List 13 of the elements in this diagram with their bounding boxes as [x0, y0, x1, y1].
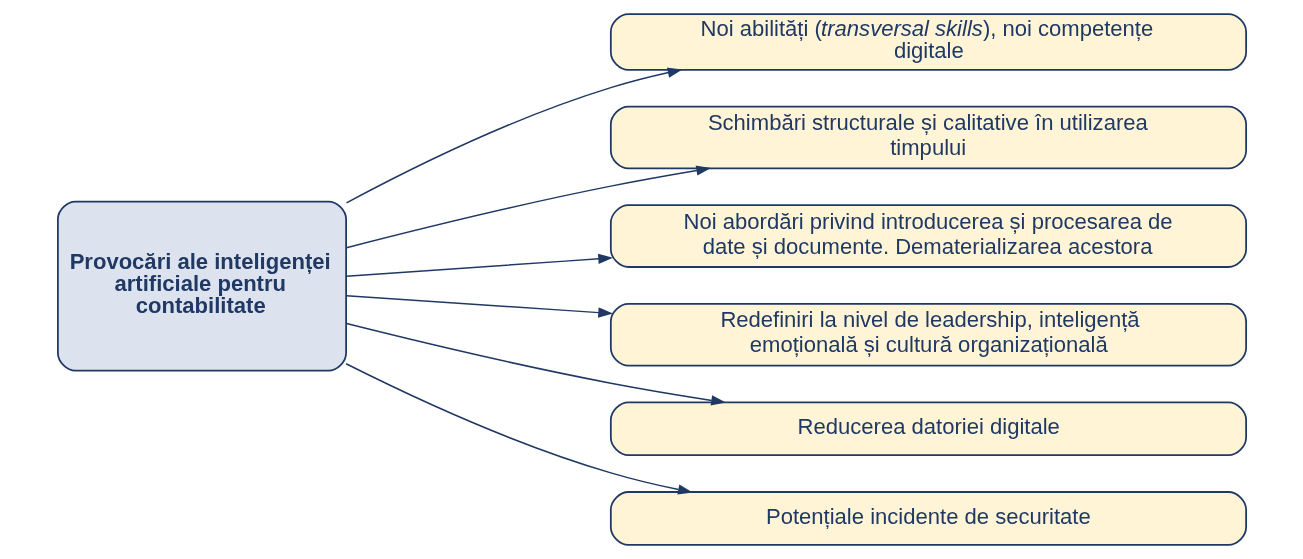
node-box: Schimbări structurale și calitative în utilizarea timpului: [609, 105, 1247, 170]
node-box: Redefiniri la nivel de leadership, inteligență emoțională și cultură organizațională: [609, 302, 1247, 367]
arrow: [345, 165, 711, 249]
arrow: [345, 253, 613, 277]
node-box: Potențiale incidente de securitate: [609, 491, 1247, 546]
node-box: Reducerea datoriei digitale: [609, 401, 1247, 457]
arrow: [344, 363, 693, 495]
node-box: Noi abordări privind introducerea și procesarea de date și documente. Dematerializarea acestora: [609, 204, 1247, 268]
node-box: Noi abilități (transversal skills), noi competențe digitale: [609, 13, 1247, 71]
arrow: [345, 294, 613, 318]
arrow: [345, 67, 682, 204]
node-box: Provocări ale inteligenței artificiale pentru contabilitate: [56, 200, 347, 372]
arrow: [345, 322, 726, 406]
